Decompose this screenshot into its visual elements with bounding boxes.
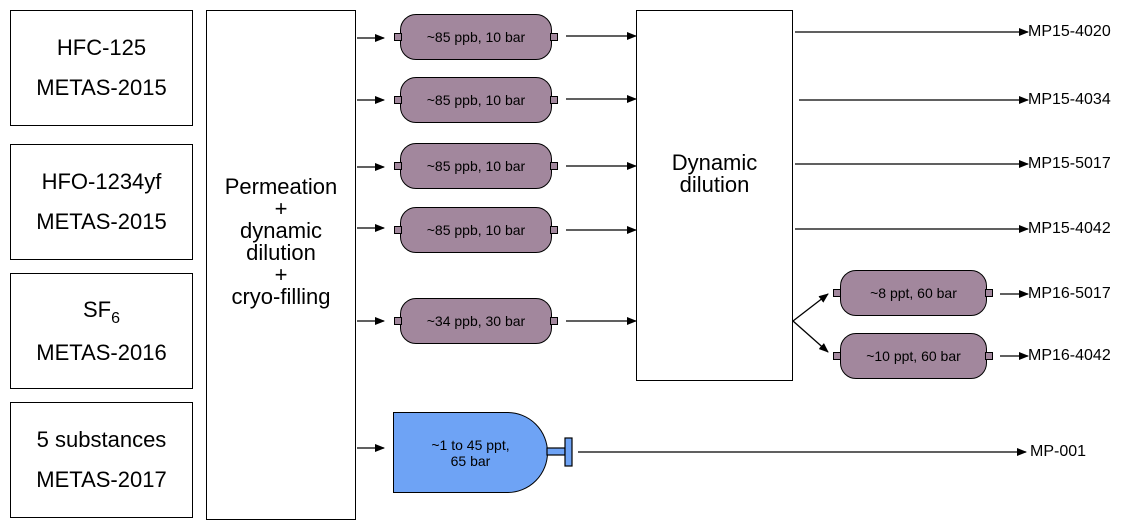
- cylinder: ~85 ppb, 10 bar: [400, 143, 552, 189]
- source-name: SF6: [83, 290, 120, 333]
- output-label: MP15-5017: [1028, 155, 1111, 172]
- cylinder-valve-right: [550, 33, 558, 41]
- source-box-hfc125: HFC-125 METAS-2015: [10, 10, 193, 126]
- blue-cylinder: ~1 to 45 ppt, 65 bar: [393, 412, 548, 493]
- process-line: dilution: [246, 240, 316, 265]
- cylinder-valve-left: [394, 162, 402, 170]
- cylinder-valve-left: [394, 226, 402, 234]
- source-name: HFC-125: [56, 35, 147, 60]
- process-line: dynamic: [240, 218, 322, 243]
- cylinder-label: ~34 ppb, 30 bar: [426, 313, 526, 329]
- cylinder-valve-left: [833, 352, 841, 360]
- cylinder-label: ~85 ppb, 10 bar: [426, 222, 526, 238]
- small-cylinder: ~10 ppt, 60 bar: [840, 333, 987, 379]
- process-line: +: [274, 196, 288, 221]
- cylinder-valve-left: [394, 33, 402, 41]
- process-line: +: [274, 262, 288, 287]
- cylinder-valve-left: [394, 317, 402, 325]
- cylinder-label: ~10 ppt, 60 bar: [866, 348, 961, 364]
- cylinder-label: ~85 ppb, 10 bar: [426, 29, 526, 45]
- cylinder-label: ~85 ppb, 10 bar: [426, 158, 526, 174]
- source-batch: METAS-2017: [36, 467, 167, 492]
- source-name-main: SF: [82, 296, 112, 322]
- cylinder-valve-right: [985, 289, 993, 297]
- source-name-subscript: 6: [111, 309, 121, 327]
- cylinder: ~85 ppb, 10 bar: [400, 14, 552, 60]
- blue-cylinder-valve-icon: [546, 437, 573, 467]
- small-cylinder: ~8 ppt, 60 bar: [840, 270, 987, 316]
- source-name: HFO-1234yf: [41, 169, 162, 194]
- output-label: MP-001: [1030, 443, 1087, 460]
- source-batch: METAS-2016: [36, 339, 167, 365]
- process-text: Permeation + dynamic dilution + cryo-fil…: [206, 176, 356, 308]
- process-line: cryo-filling: [231, 284, 331, 309]
- cylinder: ~85 ppb, 10 bar: [400, 207, 552, 253]
- dynamic-dilution-line: Dynamic: [671, 150, 758, 175]
- cylinder: ~34 ppb, 30 bar: [400, 298, 552, 344]
- dynamic-dilution-line: dilution: [679, 172, 750, 197]
- cylinder-label: ~85 ppb, 10 bar: [426, 92, 526, 108]
- blue-cylinder-line: 65 bar: [450, 452, 491, 469]
- cylinder-valve-left: [394, 96, 402, 104]
- output-label: MP15-4042: [1028, 220, 1111, 237]
- cylinder-label: ~8 ppt, 60 bar: [870, 285, 957, 301]
- cylinder-valve-right: [550, 226, 558, 234]
- source-box-hfo1234yf: HFO-1234yf METAS-2015: [10, 144, 193, 260]
- cylinder-valve-right: [550, 317, 558, 325]
- cylinder: ~85 ppb, 10 bar: [400, 77, 552, 123]
- source-box-5-substances: 5 substances METAS-2017: [10, 402, 193, 518]
- output-label: MP15-4020: [1028, 23, 1111, 40]
- dynamic-dilution-text: Dynamic dilution: [636, 152, 793, 196]
- source-box-sf6: SF6 METAS-2016: [10, 273, 193, 389]
- cylinder-valve-right: [985, 352, 993, 360]
- output-label: MP16-4042: [1028, 347, 1111, 364]
- source-batch: METAS-2015: [36, 209, 167, 234]
- output-label: MP16-5017: [1028, 285, 1111, 302]
- output-label: MP15-4034: [1028, 91, 1111, 108]
- cylinder-valve-right: [550, 162, 558, 170]
- dynamic-dilution-box: [636, 10, 793, 381]
- source-batch: METAS-2015: [36, 75, 167, 100]
- cylinder-valve-right: [550, 96, 558, 104]
- source-name: 5 substances: [36, 427, 167, 452]
- blue-cylinder-line: ~1 to 45 ppt,: [431, 436, 510, 453]
- cylinder-valve-left: [833, 289, 841, 297]
- process-box: [206, 10, 356, 520]
- process-line: Permeation: [224, 174, 338, 199]
